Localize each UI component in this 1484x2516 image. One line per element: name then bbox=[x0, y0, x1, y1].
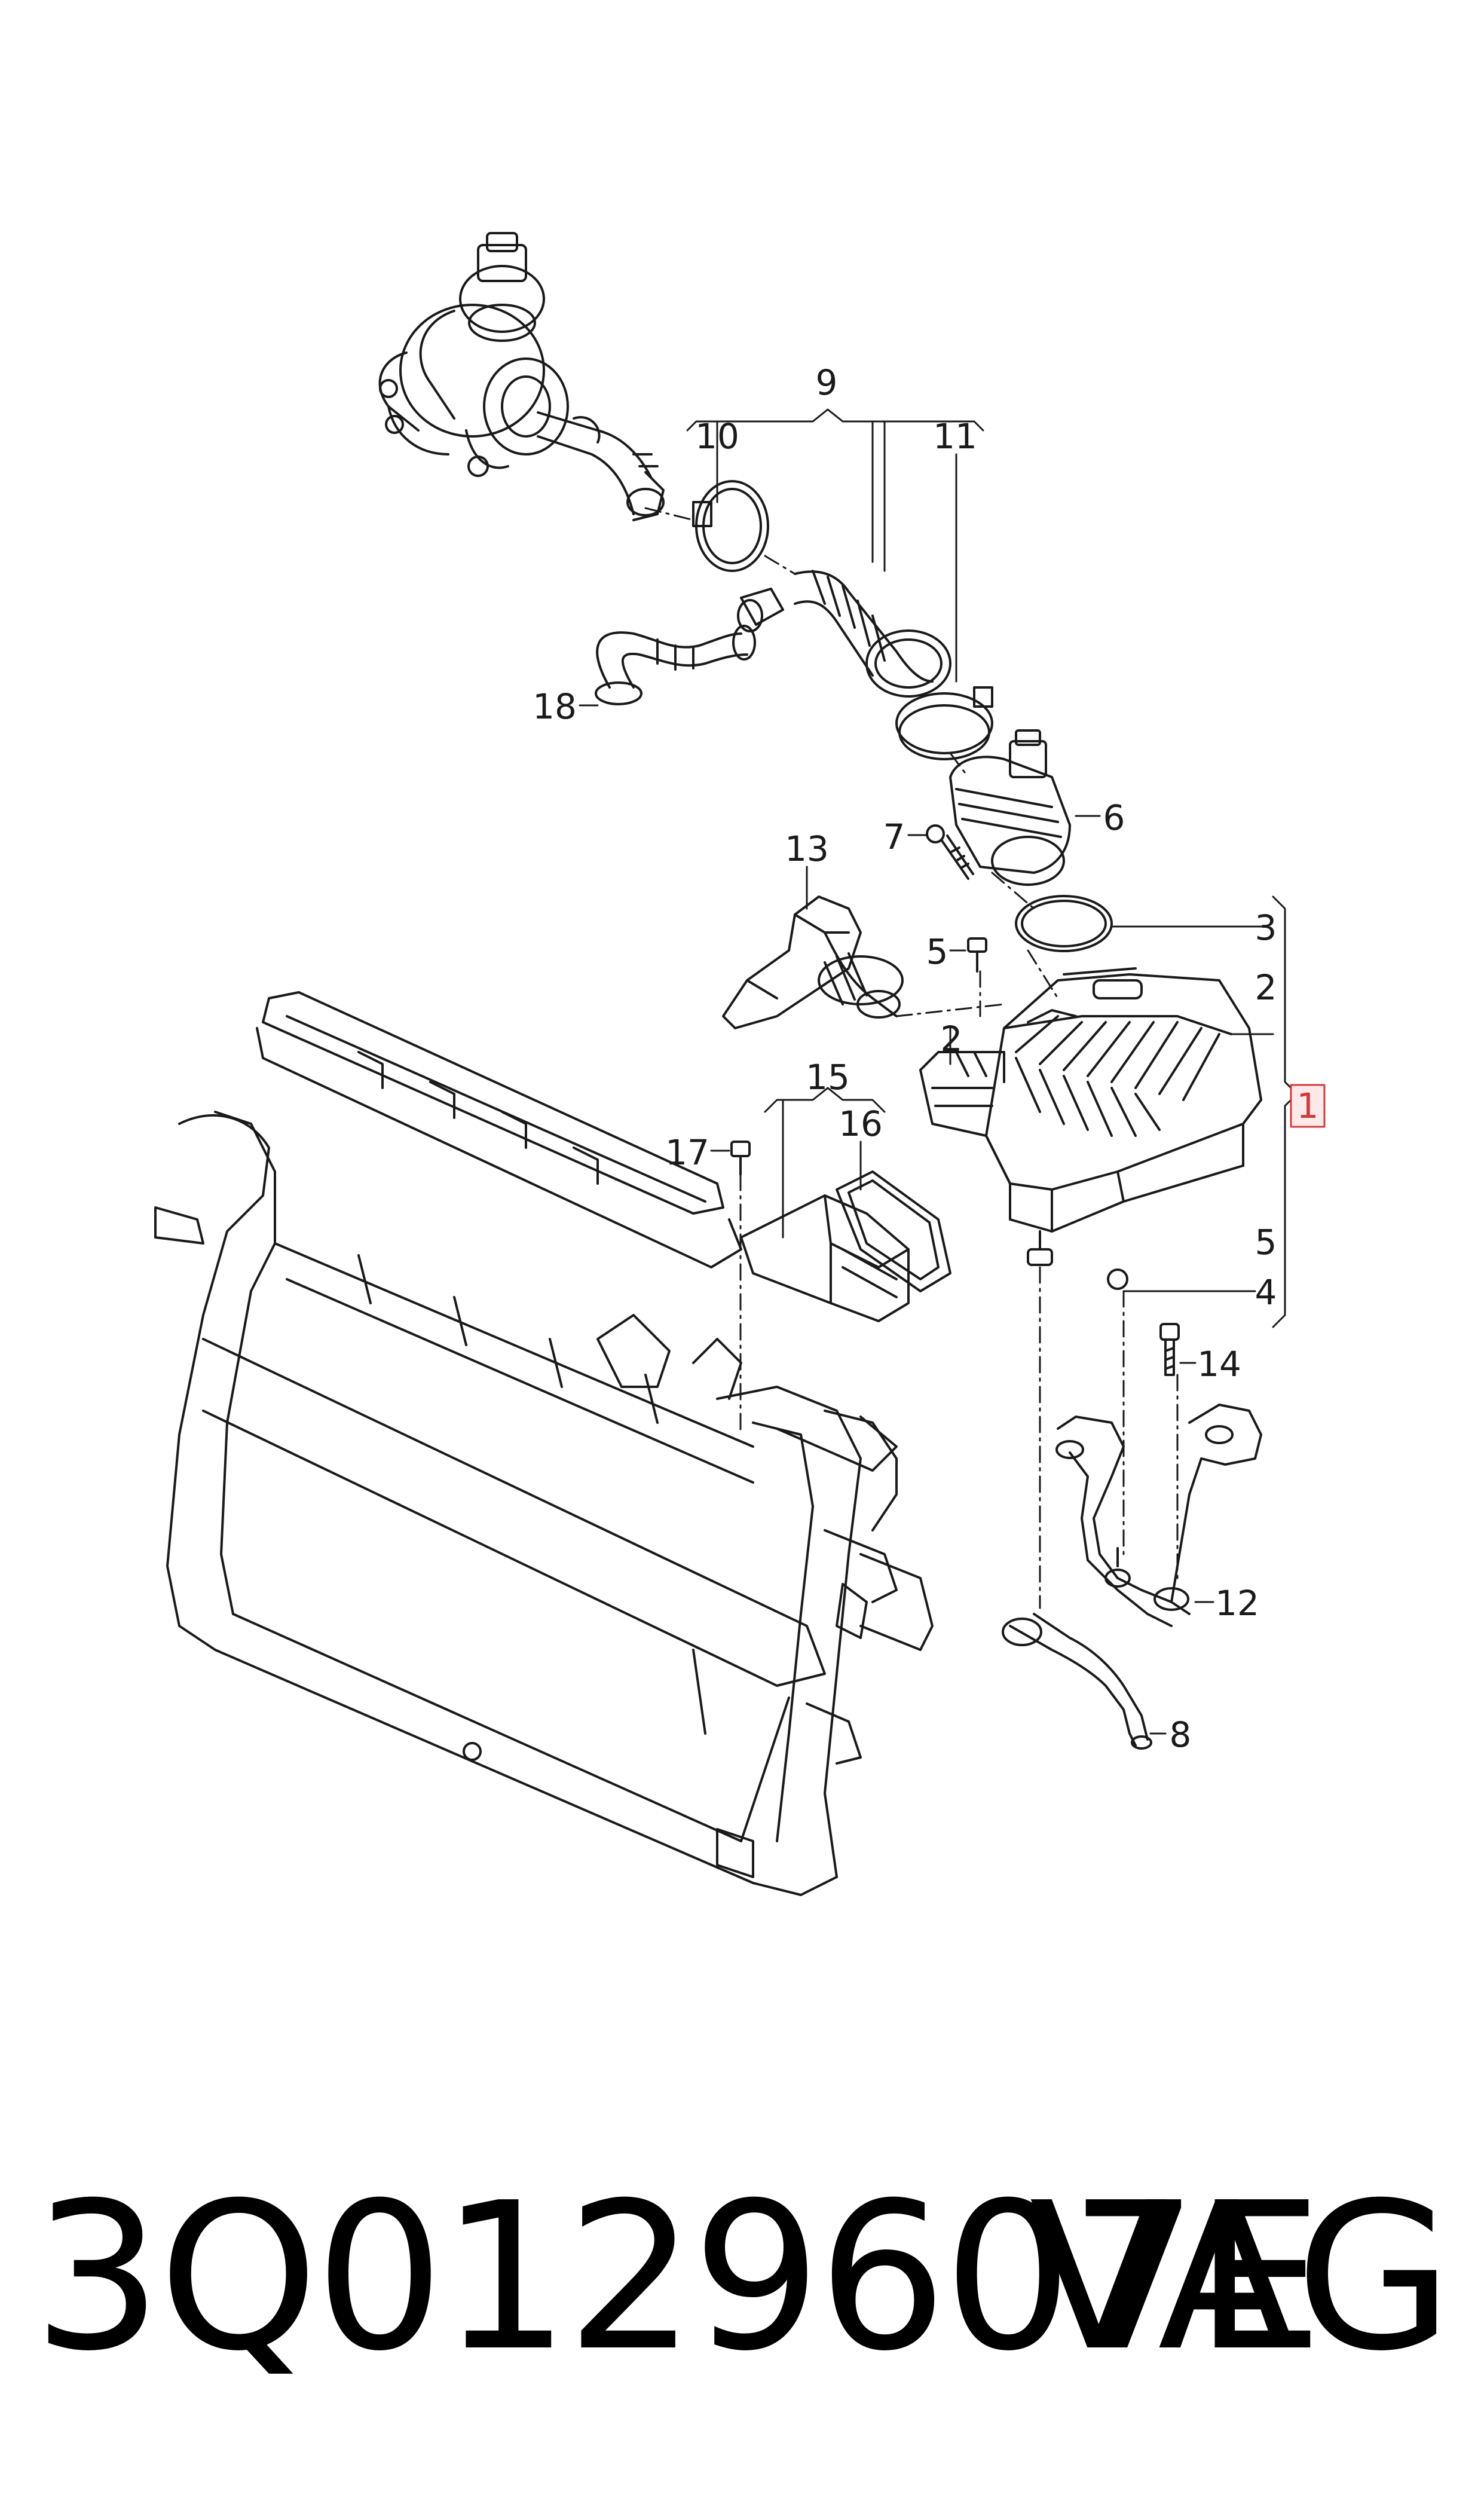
turbocharger-drawing bbox=[378, 232, 665, 521]
exploded-parts-diagram: 9 10 11 18 7 6 13 5 3 2 2 1 5 4 15 16 17… bbox=[154, 232, 1326, 1896]
air-duct-15 bbox=[740, 1194, 910, 1322]
hose-clamp-11 bbox=[895, 686, 993, 760]
pressure-hose-9 bbox=[737, 570, 951, 698]
label-4: 4 bbox=[1255, 1272, 1277, 1313]
bolt-14 bbox=[1159, 1323, 1180, 1376]
label-13: 13 bbox=[785, 829, 829, 869]
highlight-box-item-1 bbox=[1290, 1084, 1326, 1128]
seal-ring-3 bbox=[1015, 895, 1113, 952]
label-15: 15 bbox=[806, 1057, 850, 1097]
label-10: 10 bbox=[695, 416, 739, 457]
part-number: 3Q0129607E bbox=[33, 2159, 1323, 2396]
label-11: 11 bbox=[933, 416, 977, 457]
breather-hose-18 bbox=[595, 625, 756, 705]
label-7: 7 bbox=[883, 817, 905, 857]
label-14: 14 bbox=[1197, 1344, 1241, 1384]
air-filter-housing-1 bbox=[919, 967, 1262, 1290]
hose-clamp-10 bbox=[692, 480, 769, 572]
label-16: 16 bbox=[839, 1103, 883, 1144]
label-2-right: 2 bbox=[1255, 967, 1277, 1008]
label-5-bottom: 5 bbox=[1255, 1222, 1277, 1262]
label-1: 1 bbox=[1297, 1086, 1319, 1126]
label-9: 9 bbox=[816, 362, 838, 403]
part-caption: 3Q0129607E VAG bbox=[33, 2152, 1455, 2403]
label-3: 3 bbox=[1255, 907, 1277, 948]
label-8: 8 bbox=[1170, 1714, 1192, 1755]
label-5-top: 5 bbox=[926, 931, 948, 972]
intake-duct-13 bbox=[722, 895, 904, 1029]
label-2-left: 2 bbox=[941, 1019, 963, 1059]
part-labels: 9 10 11 18 7 6 13 5 3 2 2 1 5 4 15 16 17… bbox=[533, 362, 1318, 1755]
bolt-7 bbox=[926, 824, 974, 880]
bracket-12 bbox=[1055, 1404, 1262, 1627]
brand-name: VAG bbox=[1029, 2159, 1455, 2396]
air-mass-meter-6 bbox=[949, 729, 1071, 886]
seal-16 bbox=[836, 1170, 951, 1292]
assembly-lines bbox=[644, 507, 1179, 1609]
label-18: 18 bbox=[533, 686, 577, 727]
front-end-carrier bbox=[154, 991, 934, 1896]
label-6: 6 bbox=[1103, 797, 1125, 838]
leader-lines bbox=[579, 408, 1298, 1735]
drain-hose-8 bbox=[1002, 1613, 1152, 1750]
screw-17 bbox=[730, 1141, 751, 1176]
label-17: 17 bbox=[665, 1132, 709, 1173]
screw-5-top bbox=[967, 937, 987, 973]
label-12: 12 bbox=[1215, 1583, 1259, 1624]
